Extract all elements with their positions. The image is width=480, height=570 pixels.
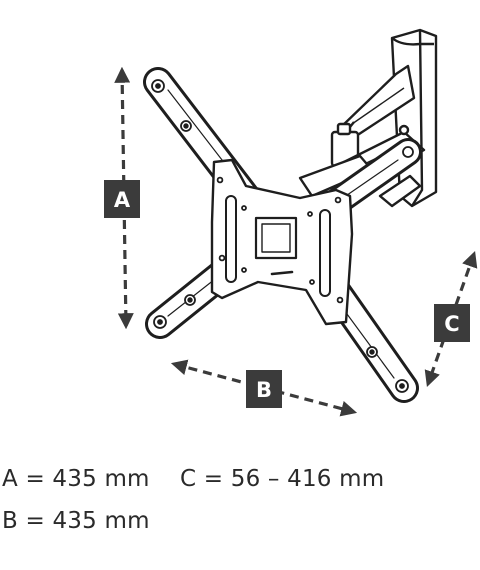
dimension-c-text: C = 56 – 416 mm: [180, 466, 385, 492]
badge-b: B: [246, 370, 282, 408]
badge-a-label: A: [114, 188, 131, 212]
badge-c-label: C: [444, 312, 459, 336]
tv-wall-mount-diagram: A B C: [104, 28, 478, 417]
vesa-x-frame: [143, 67, 422, 403]
badge-a: A: [104, 180, 140, 218]
dimension-b-text: B = 435 mm: [2, 508, 150, 534]
logo-mark: [270, 270, 294, 276]
upper-arm: [338, 64, 416, 142]
frame-bolts: [151, 79, 414, 393]
badge-b-label: B: [256, 378, 272, 402]
badge-c: C: [434, 304, 470, 342]
right-slot: [319, 209, 331, 297]
left-slot: [225, 195, 237, 283]
dimension-a-text: A = 435 mm: [2, 466, 150, 492]
